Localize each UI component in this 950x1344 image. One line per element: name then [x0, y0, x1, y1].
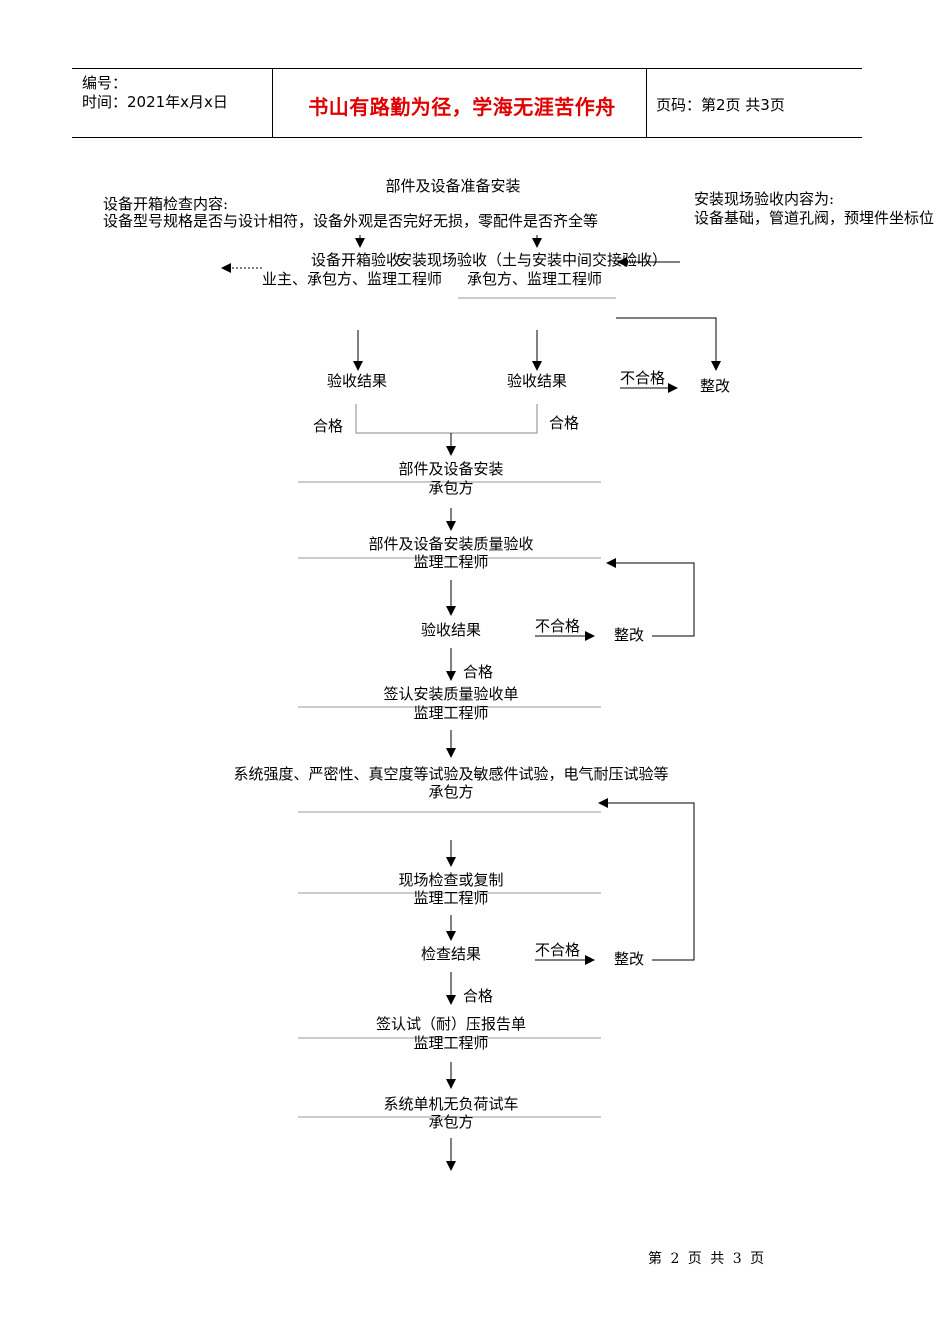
rectify-label: 整改 — [614, 626, 645, 644]
quality-party: 监理工程师 — [413, 553, 489, 571]
sign-test-step: 签认试（耐）压报告单 — [375, 1015, 527, 1033]
tests-step: 系统强度、严密性、真空度等试验及敏感件试验，电气耐压试验等 — [233, 765, 669, 783]
sign-quality-party: 监理工程师 — [413, 704, 489, 722]
rectify-label: 整改 — [700, 377, 731, 395]
fail-label: 不合格 — [535, 941, 581, 959]
site-review-step: 现场检查或复制 — [398, 871, 504, 889]
pass-label: 合格 — [313, 417, 344, 435]
arrow-line — [610, 562, 695, 637]
start-step: 部件及设备准备安装 — [385, 177, 521, 195]
site-parties: 承包方、监理工程师 — [467, 270, 603, 288]
header-divider — [646, 69, 647, 137]
install-party: 承包方 — [428, 479, 474, 497]
site-review-party: 监理工程师 — [413, 889, 489, 907]
result-step: 检查结果 — [420, 945, 482, 963]
open-box-check: 设备开箱验收 — [311, 251, 402, 269]
pass-label: 合格 — [549, 414, 580, 432]
fail-label: 不合格 — [620, 369, 666, 387]
page-header: 编号： 时间：2021年x月x日 书山有路勤为径，学海无涯苦作舟 页码：第2页 … — [72, 68, 862, 138]
page-footer: 第 2 页 共 3 页 — [648, 1251, 767, 1267]
trial-party: 承包方 — [428, 1113, 474, 1131]
install-step: 部件及设备安装 — [398, 460, 504, 478]
fail-label: 不合格 — [535, 617, 581, 635]
result-right: 验收结果 — [506, 372, 568, 390]
sign-test-party: 监理工程师 — [413, 1034, 489, 1052]
site-check: 安装现场验收（土与安装中间交接验收） — [397, 251, 668, 269]
motto: 书山有路勤为径，学海无涯苦作舟 — [308, 95, 616, 119]
header-divider — [272, 69, 273, 137]
arrow-line — [616, 317, 717, 368]
right-note-body: 设备基础，管道孔阀，预埋件坐标位 — [694, 209, 935, 227]
open-box-parties: 业主、承包方、监理工程师 — [262, 270, 443, 288]
time-label: 时间：2021年x月x日 — [82, 93, 228, 111]
trial-run-step: 系统单机无负荷试车 — [383, 1095, 519, 1113]
result-step: 验收结果 — [420, 621, 482, 639]
result-left: 验收结果 — [326, 372, 388, 390]
rectify-label: 整改 — [614, 950, 645, 968]
page-info: 页码：第2页 共3页 — [656, 96, 785, 114]
right-note-title: 安装现场验收内容为: — [694, 190, 835, 208]
pass-label: 合格 — [463, 987, 494, 1005]
merge-bracket — [355, 404, 538, 434]
sign-quality-step: 签认安装质量验收单 — [383, 685, 519, 703]
left-note-title: 设备开箱检查内容: — [103, 195, 229, 213]
arrow-line — [610, 802, 695, 961]
pass-label: 合格 — [463, 663, 494, 681]
left-note-body: 设备型号规格是否与设计相符，设备外观是否完好无损，零配件是否齐全等 — [103, 212, 599, 230]
tests-party: 承包方 — [428, 783, 474, 801]
number-label: 编号： — [82, 74, 128, 92]
quality-check-step: 部件及设备安装质量验收 — [368, 535, 534, 553]
